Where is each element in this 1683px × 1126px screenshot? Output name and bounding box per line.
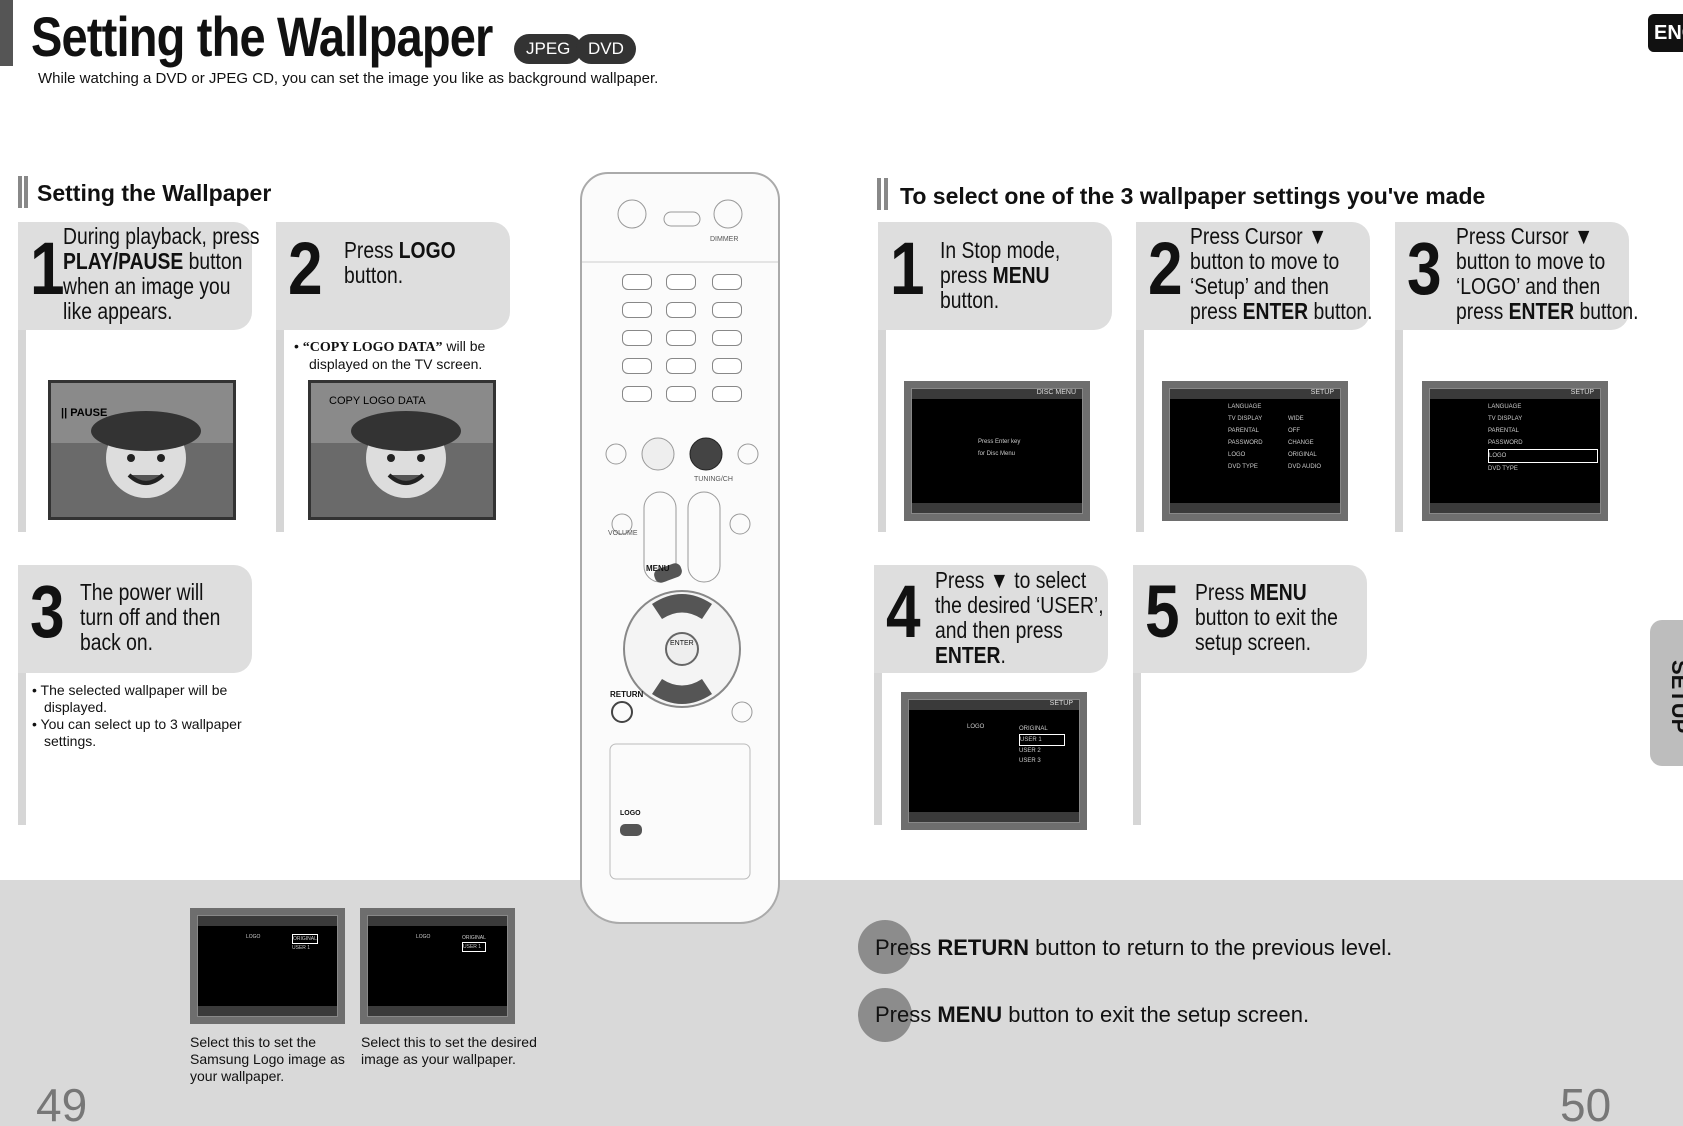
step-card bbox=[874, 565, 1108, 673]
step-stem bbox=[1136, 222, 1144, 532]
note-bullet-circle bbox=[858, 988, 912, 1042]
cursor-down-icon: ▼ bbox=[1308, 223, 1328, 249]
step-card bbox=[878, 222, 1112, 330]
section-marker bbox=[877, 178, 881, 210]
left-section-heading: Setting the Wallpaper bbox=[37, 180, 272, 206]
step-number: 1 bbox=[30, 227, 65, 310]
step-note: • “COPY LOGO DATA” will be displayed on … bbox=[294, 338, 486, 372]
section-marker bbox=[24, 176, 28, 208]
remote-return-label: RETURN bbox=[610, 690, 644, 699]
step-card bbox=[276, 222, 510, 330]
step-card bbox=[18, 565, 252, 673]
remote-logo-label: LOGO bbox=[620, 810, 641, 817]
pause-indicator: || PAUSE bbox=[61, 407, 108, 419]
page-subtitle: While watching a DVD or JPEG CD, you can… bbox=[38, 70, 659, 87]
step-number: 3 bbox=[30, 570, 65, 653]
step-number: 5 bbox=[1145, 570, 1180, 653]
note-bullet-circle bbox=[858, 920, 912, 974]
tv-screen-disc-menu: DISC MENU Press Enter key for Disc Menu bbox=[904, 381, 1090, 521]
remote-enter-label: ENTER bbox=[670, 640, 694, 647]
step-stem bbox=[874, 565, 882, 825]
right-section-heading: To select one of the 3 wallpaper setting… bbox=[900, 183, 1486, 209]
menu-note: Press MENU button to exit the setup scre… bbox=[875, 1002, 1310, 1027]
step-number: 1 bbox=[890, 227, 925, 310]
step-instruction: In Stop mode, press MENU button. bbox=[940, 237, 1061, 313]
title-accent-bar bbox=[0, 0, 13, 66]
remote-menu-label: MENU bbox=[646, 564, 670, 573]
step-card bbox=[1395, 222, 1629, 330]
remote-label: VOLUME bbox=[608, 530, 638, 537]
step-card bbox=[1136, 222, 1370, 330]
remote-label: DIMMER bbox=[710, 236, 739, 243]
copy-logo-indicator: COPY LOGO DATA bbox=[329, 395, 426, 407]
setup-side-tab: SETUP bbox=[1650, 620, 1683, 766]
step-instruction: Press Cursor ▼ button to move to ‘Setup’… bbox=[1190, 223, 1373, 324]
step-number: 2 bbox=[1148, 227, 1183, 310]
step-instruction: During playback, press PLAY/PAUSE button… bbox=[63, 223, 260, 324]
page-number-right: 50 bbox=[1560, 1079, 1612, 1126]
dvd-badge: DVD bbox=[576, 34, 636, 64]
step-number: 2 bbox=[288, 227, 323, 310]
section-marker bbox=[884, 178, 888, 210]
copy-logo-photo: COPY LOGO DATA bbox=[308, 380, 496, 520]
remote-control-base bbox=[580, 880, 780, 924]
section-marker bbox=[18, 176, 22, 208]
step-stem bbox=[878, 222, 886, 532]
pause-photo: || PAUSE bbox=[48, 380, 236, 520]
remote-control: DIMMER VOLUME TUNING/CH MENU ENTER RETUR… bbox=[580, 172, 780, 924]
step-stem bbox=[18, 565, 26, 825]
step-instruction: Press LOGO button. bbox=[344, 237, 456, 288]
step-card bbox=[1133, 565, 1367, 673]
cursor-down-icon: ▼ bbox=[1574, 223, 1594, 249]
step-instruction: Press Cursor ▼ button to move to ‘LOGO’ … bbox=[1456, 223, 1639, 324]
step-instruction: The power will turn off and then back on… bbox=[80, 579, 221, 655]
step-stem bbox=[18, 222, 26, 532]
page-number-left: 49 bbox=[36, 1079, 88, 1126]
step-stem bbox=[1133, 565, 1141, 825]
page-title: Setting the Wallpaper bbox=[31, 5, 493, 68]
step-card bbox=[18, 222, 252, 330]
return-note: Press RETURN button to return to the pre… bbox=[875, 935, 1393, 960]
step-notes: • The selected wallpaper will be display… bbox=[32, 682, 242, 749]
remote-label: TUNING/CH bbox=[694, 476, 733, 483]
cursor-down-icon: ▼ bbox=[989, 567, 1009, 593]
step-stem bbox=[1395, 222, 1403, 532]
step-instruction: Press ▼ to select the desired ‘USER’, an… bbox=[935, 567, 1104, 668]
step-number: 3 bbox=[1407, 227, 1442, 310]
jpeg-badge: JPEG bbox=[514, 34, 583, 64]
step-instruction: Press MENU button to exit the setup scre… bbox=[1195, 579, 1338, 655]
step-stem bbox=[276, 222, 284, 532]
step-number: 4 bbox=[886, 570, 921, 653]
language-tab: ENG bbox=[1648, 14, 1683, 52]
